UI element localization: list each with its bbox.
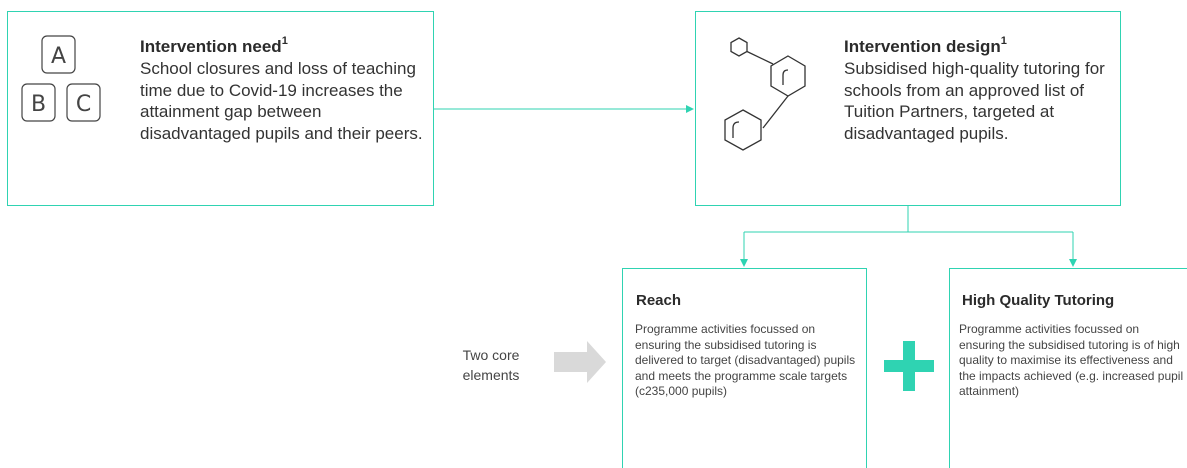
design-title: Intervention design1 <box>844 35 1007 57</box>
abc-letter-b: B <box>31 92 46 117</box>
hqt-description: Programme activities focussed on ensurin… <box>959 322 1184 399</box>
reach-description: Programme activities focussed on ensurin… <box>635 322 856 399</box>
need-description: School closures and loss of teaching tim… <box>140 59 423 143</box>
two-core-elements-label: Two core elements <box>462 347 520 383</box>
design-footnote-mark: 1 <box>1000 35 1007 47</box>
intervention-design-box: Intervention design1 Subsidised high-qua… <box>695 11 1121 206</box>
intervention-need-box: A B C Intervention need1 School closures… <box>7 11 434 206</box>
need-title-text: Intervention need <box>140 37 282 56</box>
plus-icon <box>884 341 934 391</box>
hqt-title: High Quality Tutoring <box>962 292 1115 309</box>
need-footnote-mark: 1 <box>281 35 288 47</box>
reach-title: Reach <box>636 292 682 309</box>
need-title: Intervention need1 <box>140 35 288 57</box>
abc-blocks-icon: A B C <box>21 35 101 122</box>
design-title-text: Intervention design <box>844 37 1001 56</box>
abc-letter-c: C <box>76 92 91 117</box>
grey-arrow-icon <box>554 341 606 383</box>
molecule-icon <box>724 37 806 151</box>
design-split-connector <box>740 206 1077 267</box>
design-description: Subsidised high-quality tutoring for sch… <box>844 59 1105 143</box>
connector-layer <box>434 105 1077 391</box>
high-quality-tutoring-box: High Quality Tutoring Programme activiti… <box>949 268 1187 468</box>
reach-box: Reach Programme activities focussed on e… <box>622 268 867 468</box>
abc-letter-a: A <box>51 44 66 69</box>
